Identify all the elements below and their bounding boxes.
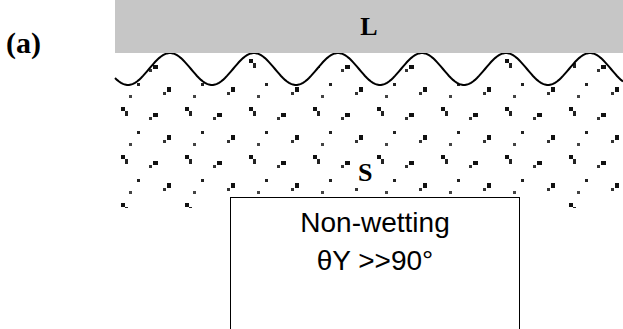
rough-surface bbox=[115, 53, 623, 85]
condition-text: Non-wetting bbox=[237, 204, 513, 242]
phase-label: S bbox=[356, 158, 374, 188]
liquid-band: L bbox=[115, 0, 623, 53]
condition-text: θY >>90° bbox=[237, 242, 513, 280]
panel-label: (a) bbox=[6, 26, 41, 60]
phase-label: L bbox=[115, 0, 623, 53]
condition-box: Non-wettingθY >>90° bbox=[230, 197, 520, 329]
